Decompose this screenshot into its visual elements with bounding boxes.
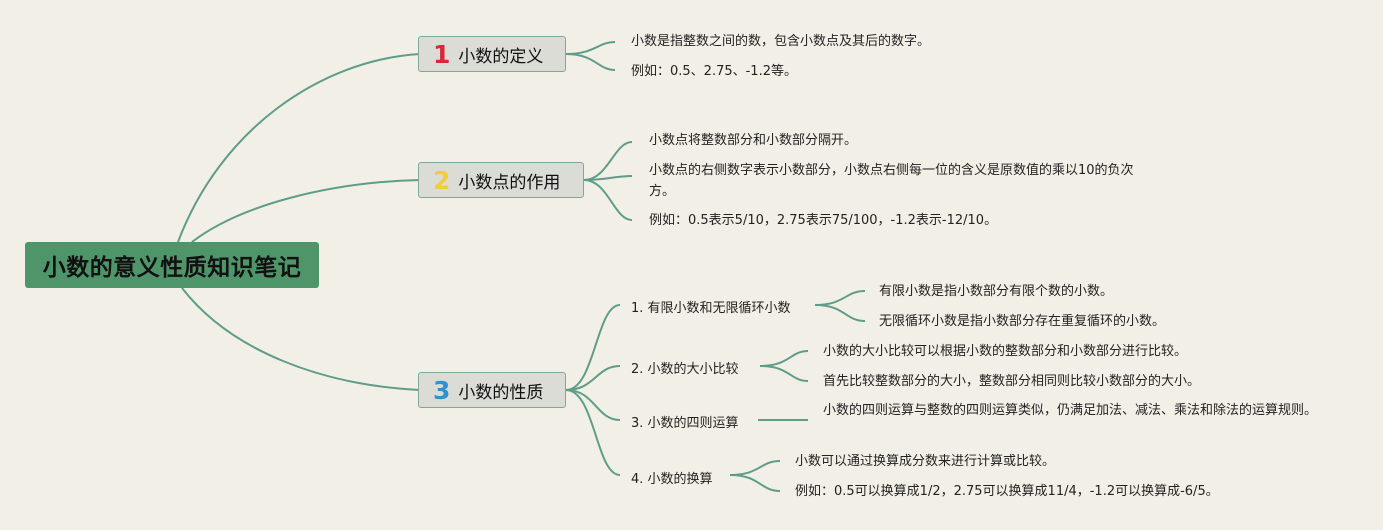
leaf-compare-1: 小数的大小比较可以根据小数的整数部分和小数部分进行比较。 [823, 344, 1188, 359]
connector-b3-s2 [565, 365, 621, 391]
number-2-icon: 2 [433, 165, 451, 195]
leaf-conversion-1: 小数可以通过换算成分数来进行计算或比较。 [795, 454, 1056, 469]
root-topic[interactable]: 小数的意义性质知识笔记 [25, 242, 319, 288]
branch-title: 小数点的作用 [458, 172, 561, 193]
leaf-finite: 有限小数是指小数部分有限个数的小数。 [879, 284, 1114, 299]
leaf-compare-2: 首先比较整数部分的大小，整数部分相同则比较小数部分的大小。 [823, 374, 1201, 389]
leaf-point-2: 小数点的右侧数字表示小数部分，小数点右侧每一位的含义是原数值的乘以10的负次方。 [649, 163, 1134, 199]
leaf-infinite: 无限循环小数是指小数部分存在重复循环的小数。 [879, 314, 1166, 329]
connector-b2-i3 [583, 179, 633, 221]
number-1-icon: 1 [433, 39, 451, 69]
connector-b1-i1 [565, 41, 616, 55]
connector-s2-i1 [759, 350, 809, 367]
connector-root-b2 [191, 179, 421, 243]
leaf-point-1: 小数点将整数部分和小数部分隔开。 [649, 133, 858, 148]
leaf-definition-2: 例如：0.5、2.75、-1.2等。 [631, 64, 797, 79]
subtopic-finite-infinite[interactable]: 1. 有限小数和无限循环小数 [631, 301, 791, 316]
connector-root-b3 [181, 287, 421, 391]
subtopic-arithmetic[interactable]: 3. 小数的四则运算 [631, 416, 739, 431]
branch-decimal-point[interactable]: 2 小数点的作用 [418, 162, 584, 198]
connector-b3-s3 [565, 389, 621, 421]
leaf-conversion-2: 例如：0.5可以换算成1/2，2.75可以换算成11/4，-1.2可以换算成-6… [795, 484, 1219, 499]
subtopic-comparison[interactable]: 2. 小数的大小比较 [631, 362, 739, 377]
connector-b3-s1 [565, 304, 621, 391]
root-title: 小数的意义性质知识笔记 [42, 255, 302, 281]
connector-s1-i1 [814, 290, 866, 306]
branch-title: 小数的性质 [458, 382, 544, 403]
branch-properties[interactable]: 3 小数的性质 [418, 372, 566, 408]
subtopic-conversion[interactable]: 4. 小数的换算 [631, 472, 713, 487]
connector-s2-i2 [759, 365, 809, 382]
connector-b1-i2 [565, 53, 616, 71]
connector-s4-i1 [729, 460, 781, 476]
connector-s1-i2 [814, 304, 866, 322]
connector-root-b1 [177, 53, 421, 243]
branch-title: 小数的定义 [458, 46, 544, 67]
leaf-point-3: 例如：0.5表示5/10，2.75表示75/100，-1.2表示-12/10。 [649, 213, 998, 228]
connector-b3-s4 [565, 389, 621, 476]
connector-s4-i2 [729, 474, 781, 492]
leaf-arithmetic: 小数的四则运算与整数的四则运算类似，仍满足加法、减法、乘法和除法的运算规则。 [823, 403, 1318, 418]
number-3-icon: 3 [433, 375, 451, 405]
branch-definition[interactable]: 1 小数的定义 [418, 36, 566, 72]
connector-b2-i1 [583, 141, 633, 181]
leaf-definition-1: 小数是指整数之间的数，包含小数点及其后的数字。 [631, 34, 931, 49]
